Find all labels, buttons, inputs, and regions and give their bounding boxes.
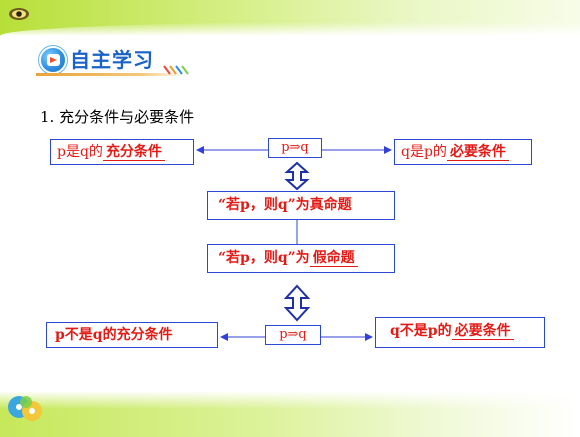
top-decoration-band xyxy=(0,0,580,36)
box-sufficient-condition: p是q的充分条件 xyxy=(50,139,194,165)
arrow-right-icon xyxy=(41,48,65,72)
box-true-proposition: “若p，则q”为真命题 xyxy=(207,191,395,220)
box-false-proposition: “若p，则q”为假命题 xyxy=(207,244,395,273)
stripe-decoration-icon xyxy=(163,65,189,75)
equivalence-arrow-lower-icon xyxy=(283,284,311,322)
section-underline xyxy=(36,73,186,76)
box-not-necessary-condition: q不是p的必要条件 xyxy=(375,317,545,348)
fill-blank-answer: 必要条件 xyxy=(446,145,509,161)
implication-box-bottom: p⇒q xyxy=(265,325,321,345)
fill-blank-answer: 假命题 xyxy=(309,251,358,267)
fill-blank-answer: 充分条件 xyxy=(102,145,165,161)
disc-decoration-icon xyxy=(6,393,46,423)
box-prefix: p是q的 xyxy=(57,144,103,160)
section-title: 自主学习 xyxy=(70,48,154,72)
box-not-sufficient-condition: p不是q的充分条件 xyxy=(46,322,218,348)
box-prefix: q是p的 xyxy=(401,144,447,160)
bottom-decoration-band xyxy=(0,391,580,437)
fill-blank-answer: 必要条件 xyxy=(451,324,514,340)
implication-box-top: p⇒q xyxy=(268,138,322,158)
box-prefix: q不是p的 xyxy=(390,323,452,339)
box-necessary-condition: q是p的必要条件 xyxy=(394,139,532,165)
eye-logo-icon xyxy=(8,7,30,21)
equivalence-arrow-upper-icon xyxy=(284,161,310,191)
box-prefix: “若p，则q”为 xyxy=(218,250,310,266)
content-heading: 1. 充分条件与必要条件 xyxy=(40,108,195,126)
